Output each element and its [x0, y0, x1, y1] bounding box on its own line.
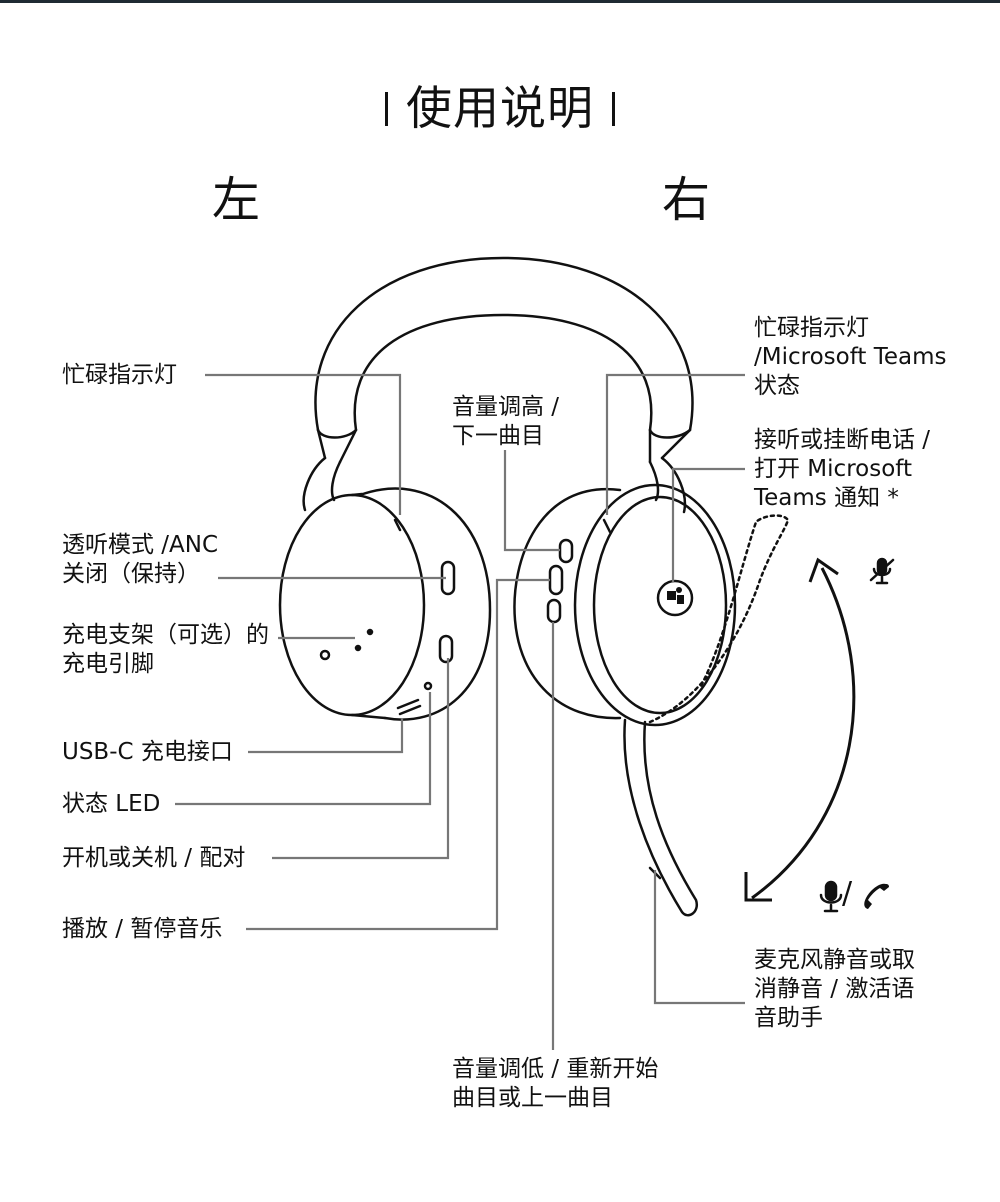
- right-cushion: [592, 495, 728, 715]
- page-title: 使用说明: [0, 72, 1000, 138]
- teams-button-icon: [667, 587, 684, 604]
- phone-icon: [864, 883, 889, 909]
- leader-vol-up: [503, 450, 560, 552]
- label-answer-end-call: 接听或挂断电话 / 打开 Microsoft Teams 通知 *: [754, 427, 931, 511]
- label-usbc-port: USB-C 充电接口: [62, 739, 233, 765]
- right-cup-shell: [513, 487, 622, 720]
- top-border: [0, 0, 1000, 3]
- right-vol-down-button: [546, 598, 562, 624]
- label-transparency-anc: 透听模式 /ANC 关闭（保持）: [62, 532, 219, 587]
- right-busy-light: [602, 518, 612, 534]
- label-busy-light-left: 忙碌指示灯: [62, 362, 177, 388]
- label-volume-down: 音量调低 / 重新开始 曲目或上一曲目: [452, 1056, 659, 1111]
- title-divider-right: [612, 91, 615, 126]
- left-busy-light: [393, 518, 402, 532]
- label-play-pause: 播放 / 暂停音乐: [62, 916, 223, 942]
- left-power-slider: [438, 634, 454, 664]
- label-volume-up: 音量调高 / 下一曲目: [452, 394, 560, 449]
- right-side-heading: 右: [662, 172, 711, 228]
- label-status-led: 状态 LED: [62, 791, 161, 817]
- left-side-heading: 左: [212, 172, 261, 228]
- title-divider-left: [385, 91, 388, 126]
- teams-button: [656, 579, 694, 617]
- title-text: 使用说明: [406, 81, 594, 135]
- headband-inner: [353, 313, 653, 432]
- left-cushion: [278, 493, 426, 717]
- leader-status-led: [175, 692, 432, 806]
- left-usbc-port: [396, 698, 422, 716]
- label-busy-light-right: 忙碌指示灯 /Microsoft Teams 状态: [754, 315, 947, 399]
- rotation-arrow: [751, 567, 856, 900]
- label-charging-pins: 充电支架（可选）的 充电引脚: [62, 622, 269, 677]
- left-yoke: [302, 456, 342, 512]
- leader-usbc: [248, 718, 404, 754]
- right-play-button: [548, 564, 564, 596]
- leader-power: [272, 658, 450, 860]
- headband-outer: [314, 256, 694, 432]
- left-charge-pin: [319, 649, 331, 661]
- leader-busy-left: [205, 373, 402, 515]
- mic-icon: [819, 880, 843, 913]
- leader-mic-mute: [653, 870, 745, 1005]
- label-mic-mute: 麦克风静音或取 消静音 / 激活语 音助手: [754, 947, 915, 1031]
- right-vol-up-button: [558, 538, 574, 564]
- boom-arm: [623, 718, 699, 917]
- left-cup-shell: [358, 487, 492, 721]
- label-power-pairing: 开机或关机 / 配对: [62, 845, 246, 871]
- boom-raised-outline: [648, 514, 790, 724]
- leader-busy-right: [605, 373, 745, 515]
- mic-muted-icon: [869, 557, 895, 585]
- leader-play: [246, 578, 550, 931]
- leader-answer: [671, 467, 745, 582]
- left-status-led: [423, 681, 433, 691]
- slash-separator: /: [842, 876, 853, 911]
